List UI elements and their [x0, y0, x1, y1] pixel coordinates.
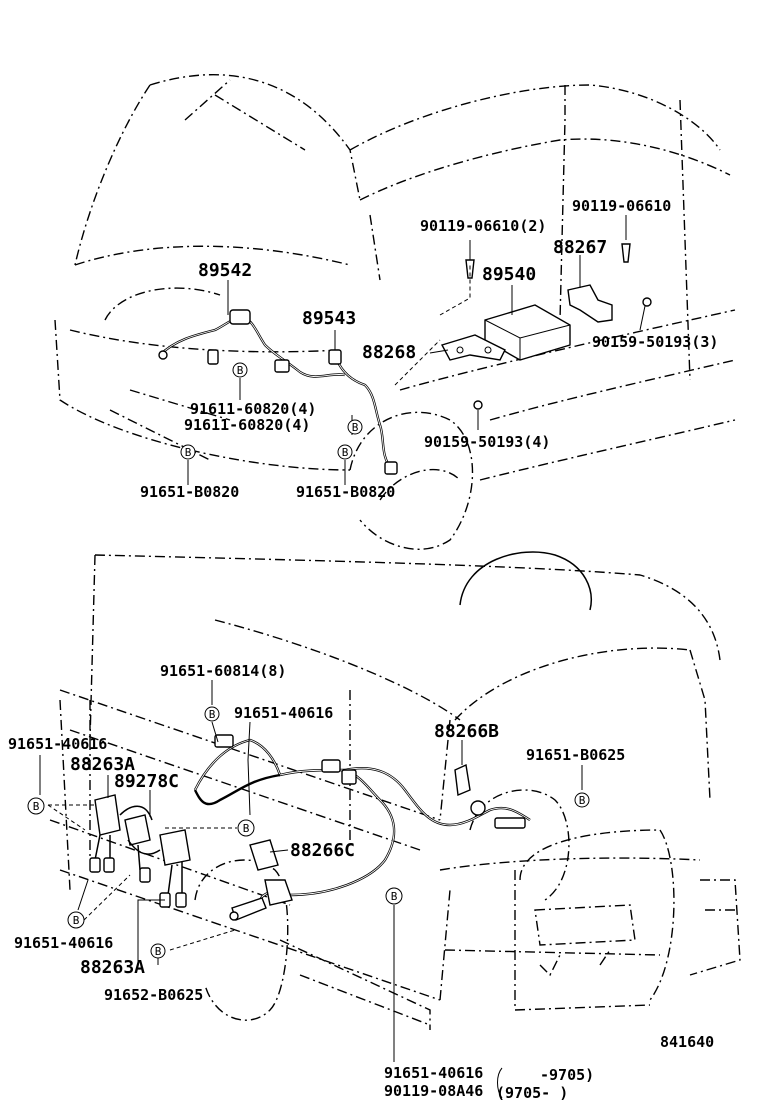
- label-88266B: 88266B: [434, 721, 499, 742]
- svg-text:B: B: [209, 708, 216, 721]
- bracket-88268: [440, 334, 506, 361]
- label-89542: 89542: [198, 260, 252, 281]
- label-91611-60820-lower: 91611-60820(4): [184, 416, 310, 434]
- front-harness-lh: [158, 309, 346, 378]
- bolts-front: [465, 243, 652, 410]
- label-91651-40616-bottom: 91651-40616: [384, 1064, 483, 1082]
- b-marker: B: [237, 819, 255, 837]
- label-90159-50193-3: 90159-50193(3): [592, 333, 718, 351]
- label-89543: 89543: [302, 308, 356, 329]
- bracket-88267: [567, 284, 613, 323]
- rear-b-markers: B B B B B B B: [27, 706, 590, 959]
- rear-vehicle-outline: [49, 551, 741, 1030]
- rear-leaders: [39, 680, 583, 1062]
- label-88268: 88268: [362, 342, 416, 363]
- svg-text:B: B: [243, 822, 250, 835]
- svg-text:B: B: [155, 945, 162, 958]
- label-91651-60814-8: 91651-60814(8): [160, 662, 286, 680]
- svg-text:B: B: [342, 446, 349, 459]
- front-vehicle-outline: [54, 74, 736, 550]
- rear-harness: [193, 734, 531, 921]
- b-marker: B: [232, 362, 248, 378]
- svg-text:B: B: [73, 914, 80, 927]
- label-88263A-lower: 88263A: [80, 957, 145, 978]
- label-91651-B0625: 91651-B0625: [526, 746, 625, 764]
- label-91611-60820-upper: 91611-60820(4): [190, 400, 316, 418]
- b-marker: B: [150, 943, 166, 959]
- svg-text:B: B: [391, 890, 398, 903]
- label-91651-40616-lower-left: 91651-40616: [14, 934, 113, 952]
- label-91652-B0625: 91652-B0625: [104, 986, 203, 1004]
- label-88267: 88267: [553, 237, 607, 258]
- label-90119-06610: 90119-06610: [572, 197, 671, 215]
- b-marker: B: [337, 444, 353, 460]
- b-marker: B: [67, 911, 85, 929]
- rear-part-labels: 91651-60814(8) 91651-40616 91651-40616 8…: [8, 662, 714, 1102]
- b-marker: B: [180, 444, 196, 460]
- label-date-range-1: -9705): [540, 1066, 594, 1084]
- rear-components: [89, 763, 471, 908]
- label-89540: 89540: [482, 264, 536, 285]
- label-91651-40616-center: 91651-40616: [234, 704, 333, 722]
- label-91651-B0820-left: 91651-B0820: [140, 483, 239, 501]
- label-91651-B0820-right: 91651-B0820: [296, 483, 395, 501]
- label-89278C: 89278C: [114, 771, 179, 792]
- label-90159-50193-4: 90159-50193(4): [424, 433, 550, 451]
- figure-number: 841640: [660, 1033, 714, 1051]
- b-marker: B: [347, 419, 363, 435]
- label-date-range-2: (9705- ): [496, 1084, 568, 1102]
- label-88263A-upper: 88263A: [70, 754, 135, 775]
- front-leaders: [187, 215, 646, 485]
- svg-text:B: B: [237, 364, 244, 377]
- b-marker: B: [574, 792, 590, 808]
- svg-text:B: B: [185, 446, 192, 459]
- label-88266C: 88266C: [290, 840, 355, 861]
- b-marker: B: [385, 887, 403, 905]
- front-part-labels: 89542 89543 89540 88267 88268 90119-0661…: [140, 197, 718, 501]
- label-90119-06610-2: 90119-06610(2): [420, 217, 546, 235]
- b-marker: B: [27, 797, 45, 815]
- bracket-paren: [497, 1067, 503, 1099]
- svg-text:B: B: [579, 794, 586, 807]
- svg-text:B: B: [33, 800, 40, 813]
- svg-text:B: B: [352, 421, 359, 434]
- label-91651-40616-left: 91651-40616: [8, 735, 107, 753]
- front-harness-rh: [328, 349, 398, 475]
- label-90119-08A46: 90119-08A46: [384, 1082, 483, 1100]
- b-marker: B: [204, 706, 220, 722]
- front-b-markers: B B B B: [180, 362, 363, 460]
